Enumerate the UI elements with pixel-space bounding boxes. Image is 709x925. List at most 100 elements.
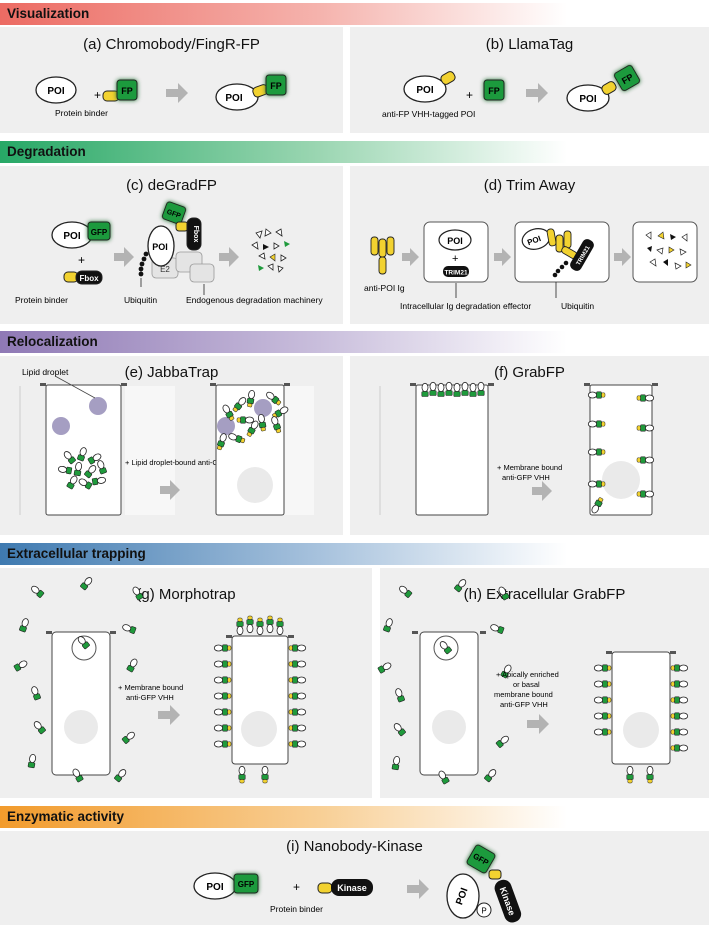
tagged-protein-glyph	[593, 664, 612, 672]
panel-title: (i) Nanobody-Kinase	[286, 838, 423, 855]
tagged-protein-glyph	[477, 381, 485, 396]
panel-title: (a) Chromobody/FingR-FP	[83, 36, 260, 53]
junction	[284, 383, 290, 386]
llamatag-poi: POI	[403, 71, 456, 103]
tagged-protein-glyph	[288, 692, 307, 700]
tagged-protein-glyph	[72, 768, 84, 783]
tagged-protein-glyph	[266, 391, 282, 406]
section-title: Extracellular trapping	[7, 546, 146, 561]
junction	[480, 631, 486, 634]
tagged-protein-glyph	[132, 586, 144, 601]
ig-label: anti-POI Ig	[364, 283, 405, 293]
tagged-protein-glyph	[13, 660, 28, 672]
panel-i: (i) Nanobody-Kinase	[0, 831, 709, 925]
tagged-protein-glyph	[636, 394, 655, 402]
section-band-degradation: Degradation	[0, 141, 709, 163]
junction	[121, 383, 127, 386]
arrow-icon	[166, 83, 188, 103]
arrow-icon	[526, 83, 548, 103]
tagged-protein-glyph	[288, 740, 307, 748]
svg-text:POI: POI	[152, 242, 168, 252]
membrane-trapped-proteins	[587, 391, 655, 514]
svg-text:Fbox: Fbox	[192, 226, 199, 243]
tagged-protein-glyph	[469, 382, 477, 397]
panel-title: (e) JabbaTrap	[124, 364, 219, 381]
lipid-droplet	[52, 417, 70, 435]
tagged-protein-glyph	[228, 433, 246, 444]
tagged-protein-glyph	[261, 765, 269, 784]
tagged-protein-glyph	[288, 724, 307, 732]
tagged-protein-glyph	[670, 680, 689, 688]
svg-text:P: P	[481, 907, 486, 916]
tagged-protein-glyph	[66, 475, 78, 490]
tagged-protein-glyph	[246, 420, 259, 437]
svg-text:FP: FP	[620, 72, 635, 86]
tagged-protein-glyph	[126, 658, 138, 673]
arrow-icon	[407, 879, 429, 899]
junction	[488, 383, 494, 386]
tagged-protein-glyph	[670, 664, 689, 672]
tagged-protein-glyph	[19, 618, 29, 633]
tagged-protein-glyph	[593, 728, 612, 736]
vhh-label: or basal	[513, 680, 540, 689]
svg-text:GFP: GFP	[166, 209, 182, 221]
tagged-protein-glyph	[63, 451, 76, 465]
section-title: Enzymatic activity	[7, 809, 125, 824]
junction	[40, 383, 46, 386]
tagged-protein-glyph	[33, 721, 46, 735]
junction	[652, 383, 658, 386]
tagged-protein-glyph	[288, 644, 307, 652]
tagged-protein-glyph	[439, 641, 452, 655]
free-gfp-proteins	[377, 579, 512, 785]
poi-gfp-fusion: POI GFP	[193, 872, 259, 900]
svg-text:E2: E2	[160, 265, 170, 274]
junction	[670, 651, 676, 654]
nucleus	[241, 711, 277, 747]
tagged-protein-glyph	[495, 735, 509, 748]
effector-label: Intracellular Ig degradation effector	[400, 301, 531, 311]
surface-trapped-proteins	[213, 615, 307, 784]
lipid-droplet	[89, 397, 107, 415]
cell-outline	[632, 221, 698, 283]
panel-title: (d) Trim Away	[483, 177, 576, 194]
tagged-protein-glyph	[399, 585, 413, 598]
tagged-protein-glyph	[636, 424, 655, 432]
llamatag-bound: POI FP	[566, 64, 641, 112]
tagged-protein-glyph	[257, 413, 267, 432]
svg-text:GFP: GFP	[238, 880, 255, 889]
trim-away-complex: POI TRIM21	[521, 228, 594, 278]
tagged-protein-glyph	[238, 765, 246, 784]
svg-text:POI: POI	[225, 93, 242, 104]
tagged-protein-glyph	[78, 478, 93, 490]
poi-and-trim21: POI + TRIM21	[438, 229, 472, 277]
junction	[412, 631, 418, 634]
svg-text:TRIM21: TRIM21	[444, 270, 468, 277]
tagged-protein-glyph	[57, 465, 73, 475]
degraded-fragments	[645, 231, 692, 270]
tagged-protein-glyph	[377, 662, 392, 674]
svg-text:+: +	[452, 253, 458, 265]
svg-text:POI: POI	[206, 882, 223, 893]
tagged-protein-glyph	[453, 382, 461, 397]
plus-sign: +	[94, 88, 101, 102]
tagged-protein-glyph	[626, 765, 634, 784]
tagged-protein-glyph	[31, 585, 45, 598]
arrow-icon	[160, 480, 180, 500]
tagged-protein-glyph	[587, 391, 606, 399]
tagged-protein-glyph	[437, 382, 445, 397]
tagged-protein-glyph	[84, 465, 97, 479]
arrow-icon	[219, 247, 239, 267]
lipid-droplet	[254, 399, 272, 417]
degraded-fragments	[251, 228, 290, 273]
svg-text:POI: POI	[447, 236, 463, 246]
tagged-protein-glyph	[97, 460, 107, 475]
tagged-protein-glyph	[213, 644, 232, 652]
tagged-protein-glyph	[213, 692, 232, 700]
junction	[410, 383, 416, 386]
junction	[606, 651, 612, 654]
tagged-protein-glyph	[591, 497, 604, 514]
lipid-label: Lipid droplet	[22, 367, 69, 377]
tagged-protein-glyph	[288, 676, 307, 684]
panel-title: (b) LlamaTag	[485, 36, 574, 53]
tagged-protein-glyph	[646, 765, 654, 784]
